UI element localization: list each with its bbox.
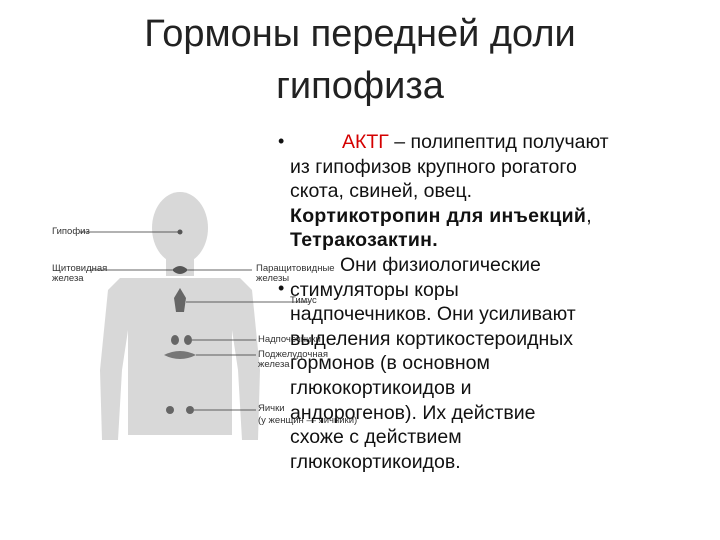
- label-ovaries: (у женщин — яичники): [258, 415, 358, 426]
- body-text: АКТГ – полипептид получают из гипофизов …: [276, 130, 696, 474]
- text-line-10: гормонов (в основном: [290, 352, 490, 375]
- title-line-2: гипофиза: [276, 65, 444, 107]
- text-line-13: схоже с действием: [290, 426, 462, 449]
- pituitary-mark: [177, 229, 183, 235]
- label-thyroid-2: железа: [52, 273, 84, 284]
- gonad-left-mark: [166, 406, 174, 414]
- thyroid-mark: [172, 266, 188, 274]
- label-pancreas-1: Поджелудочная: [258, 349, 328, 360]
- body-silhouette-illustration: [80, 192, 310, 440]
- slide-title: Гормоны передней доли гипофиза: [60, 8, 660, 112]
- drug-name-1: Кортикотропин для инъекций: [290, 204, 587, 227]
- text-line-6: Они физиологические: [340, 253, 541, 276]
- endocrine-figure: Гипофиз Щитовидная железа Паращитовидные…: [20, 190, 357, 535]
- text-line-9: выделения кортикостероидных: [290, 327, 574, 350]
- label-pancreas-2: железа: [258, 359, 290, 370]
- label-thymus: Тимус: [290, 295, 317, 306]
- label-pituitary: Гипофиз: [52, 226, 90, 237]
- bullet-point-1: •: [278, 131, 285, 151]
- label-adrenal: Надпочечники: [258, 334, 321, 345]
- text-line-3: скота, свиней, овец.: [290, 180, 473, 203]
- text-line-1-rest: – полипептид получают: [388, 131, 609, 153]
- bullet-point-2: •: [278, 278, 285, 298]
- pancreas-mark: [164, 351, 196, 359]
- adrenal-right-mark: [184, 335, 192, 345]
- label-testes: Яички: [258, 403, 285, 414]
- head-shape: [152, 192, 208, 264]
- text-line-11: глюкокортикоидов и: [290, 376, 472, 399]
- title-line-1: Гормоны передней доли: [144, 13, 576, 55]
- text-line-4-tail: ,: [586, 204, 592, 227]
- acth-term: АКТГ: [342, 131, 389, 153]
- text-line-5: Тетракозактин.: [276, 228, 696, 253]
- thymus-mark: [174, 288, 186, 312]
- drug-name-2: Тетракозактин.: [290, 229, 438, 252]
- label-parathyroid-1: Паращитовидные: [256, 263, 335, 274]
- text-line-2: из гипофизов крупного рогатого: [290, 155, 577, 178]
- gonad-right-mark: [186, 406, 194, 414]
- text-line-1: АКТГ – полипептид получают: [276, 130, 696, 155]
- adrenal-left-mark: [171, 335, 179, 345]
- label-parathyroid-2: железы: [256, 273, 290, 284]
- text-line-4: Кортикотропин для инъекций,: [276, 204, 696, 229]
- text-line-14: глюкокортикоидов.: [290, 450, 461, 473]
- text-line-7: стимуляторы коры: [290, 278, 459, 301]
- text-line-12: андорогенов). Их действие: [290, 401, 536, 424]
- text-line-8: надпочечников. Они усиливают: [290, 303, 576, 326]
- label-thyroid-1: Щитовидная: [52, 263, 108, 274]
